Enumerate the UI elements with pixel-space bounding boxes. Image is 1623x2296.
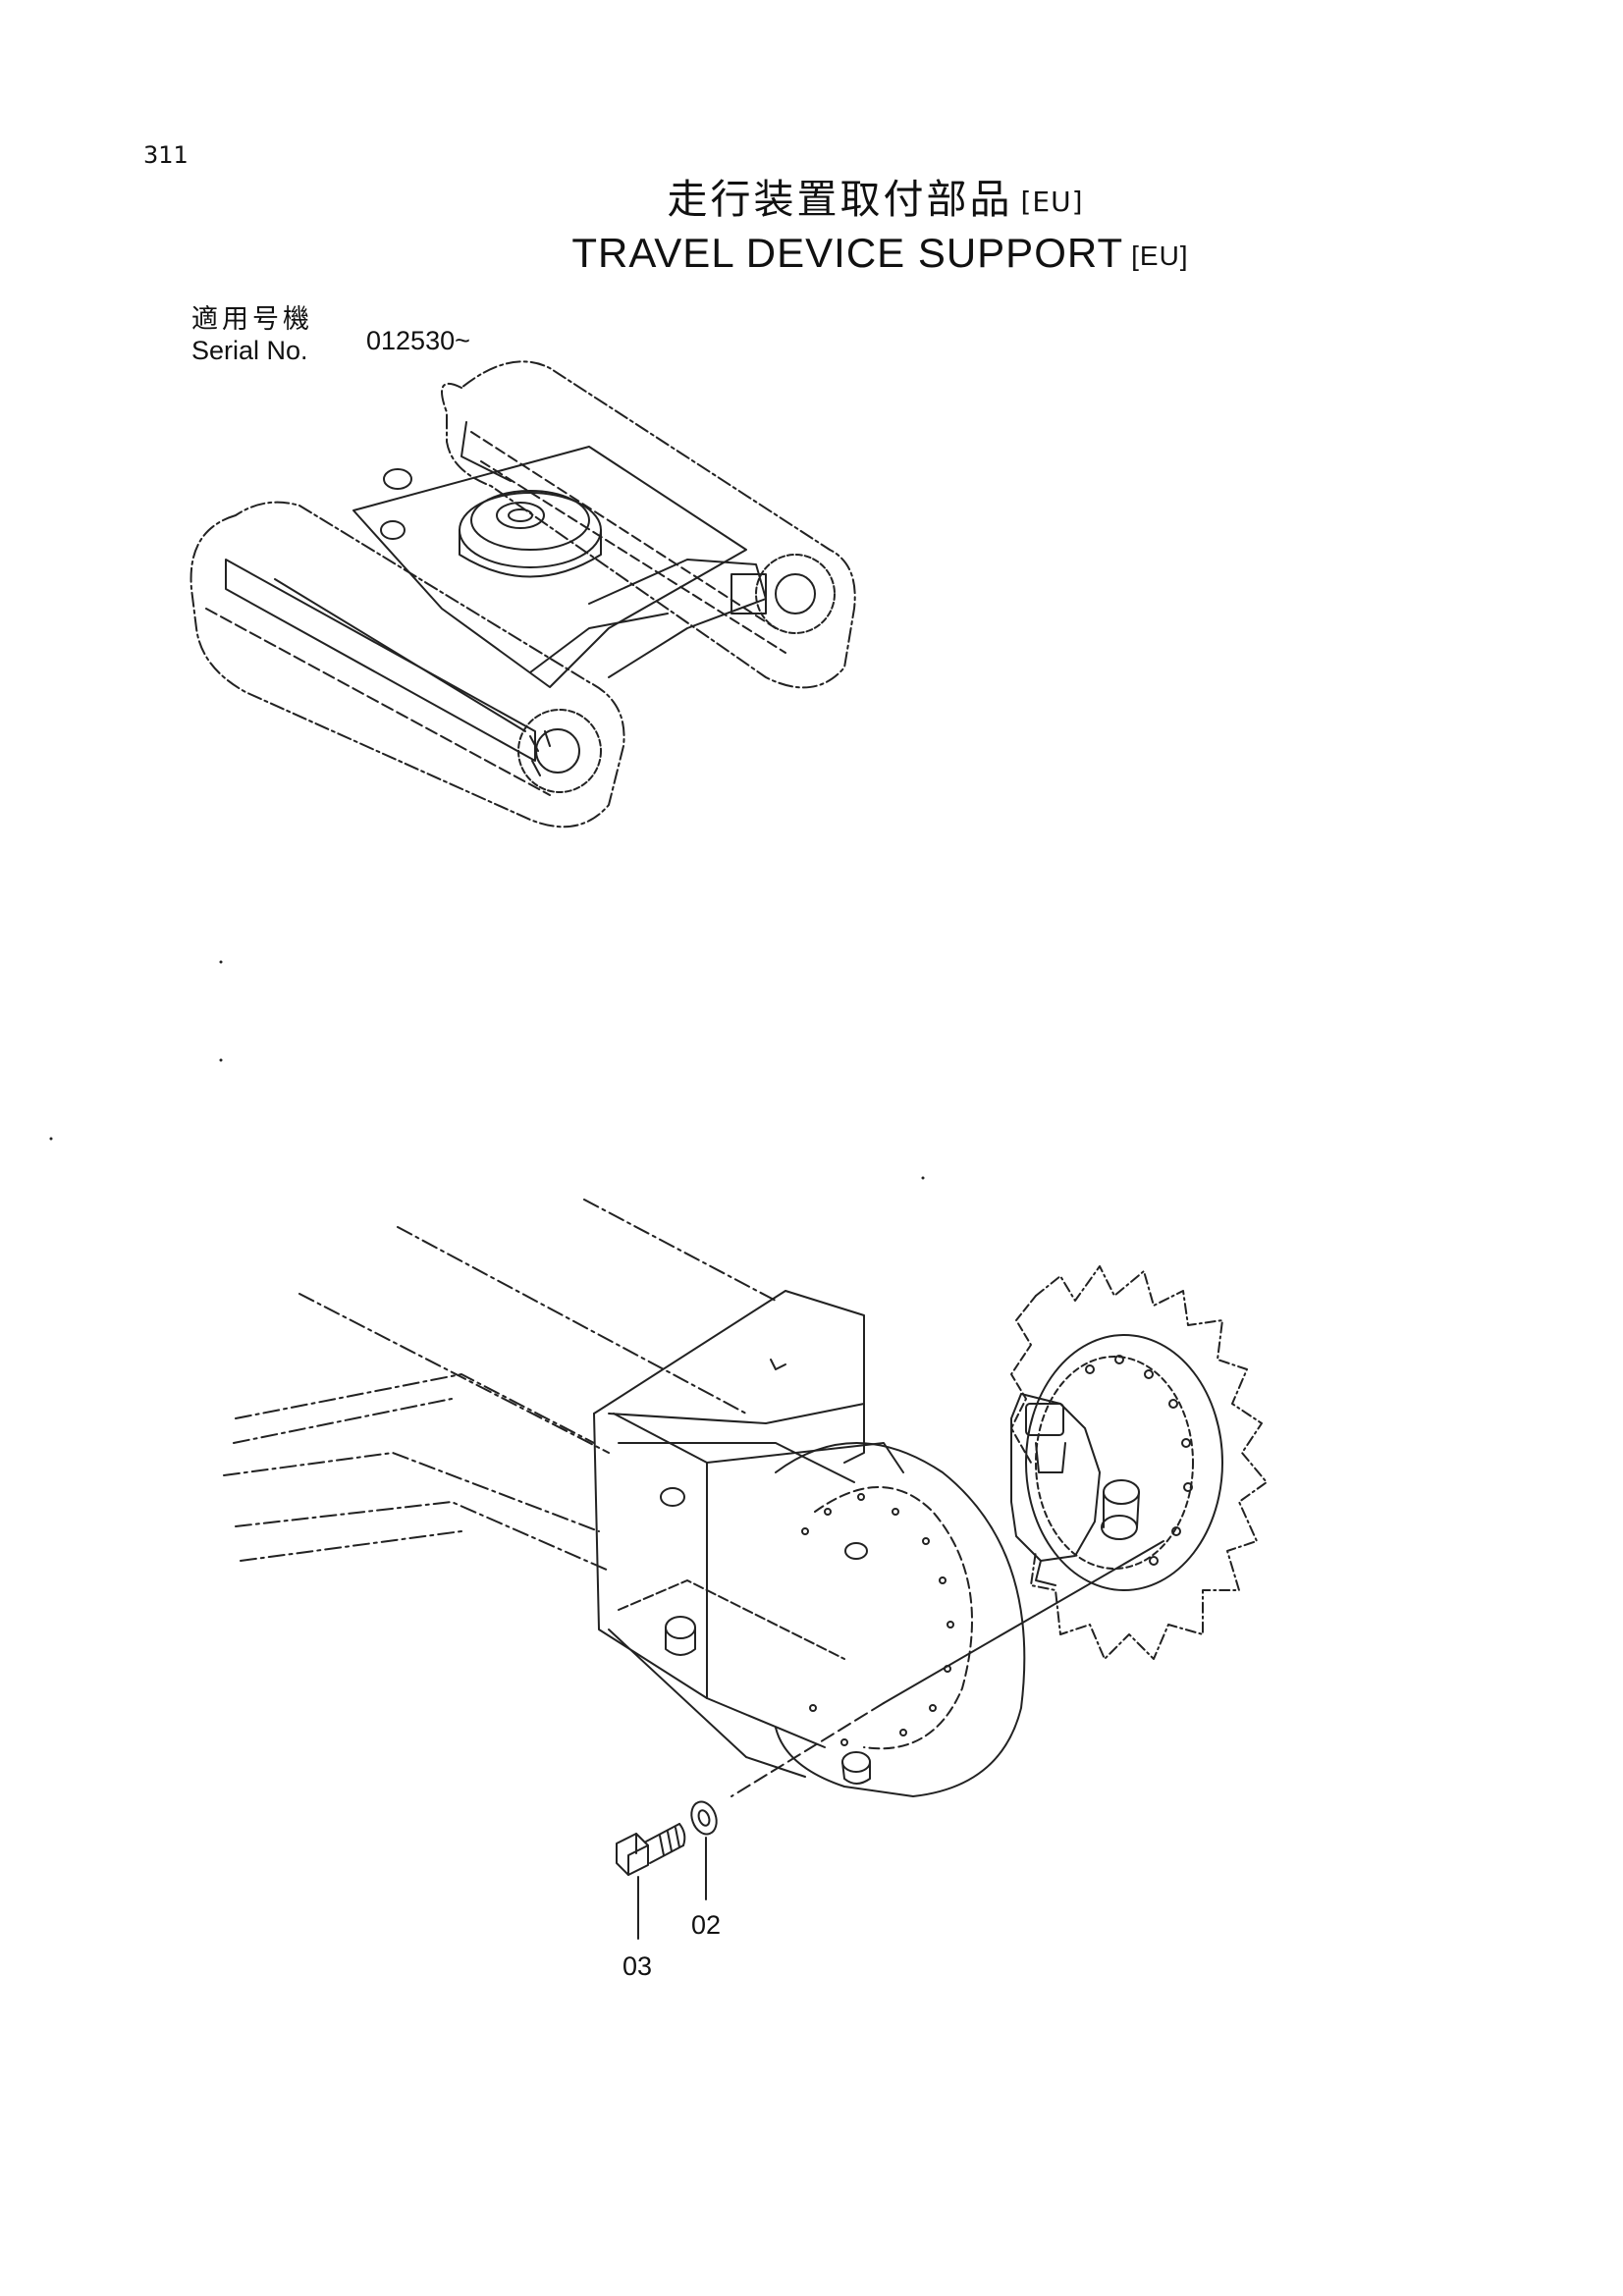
rear-sprocket-hub [775,573,816,614]
front-track-frame [189,501,625,828]
ring-hole-bottom [841,1751,871,1773]
motor-port [1035,1442,1066,1473]
front-track-slot [225,559,536,762]
title-japanese: 走行装置取付部品[EU] [128,175,1623,227]
assembly-line-2 [730,1702,885,1797]
serial-label-en: Serial No. [191,336,308,365]
title-japanese-text: 走行装置取付部品 [667,176,1013,223]
bracket-base [618,1579,845,1660]
cylinder-b [380,520,406,540]
turntable-hub [496,502,545,529]
ring-hole-top [844,1542,868,1560]
front-track-slot-inner [274,578,526,732]
rear-motor-block [730,573,767,614]
bracket-inner [706,1697,826,1748]
center-arm [588,559,767,678]
motor-body [1010,1393,1101,1562]
title-english-text: TRAVEL DEVICE SUPPORT [571,230,1124,276]
title-english: TRAVEL DEVICE SUPPORT[EU] [137,227,1623,283]
motor-flange-inner [1035,1356,1194,1570]
assembly-line [883,1540,1164,1704]
motor-ring-outer [775,1442,1026,1797]
motor-port-cap-2 [1101,1515,1138,1540]
bolt-shank [645,1823,684,1864]
front-sprocket [517,709,602,793]
sprocket-teeth [1030,1265,1268,1660]
bracket-side [706,1442,904,1473]
rear-track-frame [441,360,856,689]
center-arm-lower [529,613,669,673]
motor-port-cap-1 [1103,1479,1140,1505]
title-english-tag: [EU] [1131,240,1189,271]
bolt-thread [659,1827,680,1856]
motor-flange-bolts [1085,1355,1193,1566]
motor-valve [1025,1403,1064,1436]
title-japanese-tag: [EU] [1020,186,1084,218]
arm-upper [235,1373,595,1444]
serial-label: 適用号機 Serial No. [191,304,313,365]
bracket-front [593,1413,708,1699]
bolt-03 [616,1823,686,1876]
turntable-bore [508,508,533,522]
arm-lower [235,1501,610,1572]
undercarriage-overview [189,360,856,828]
turntable-ring [470,490,590,551]
serial-value: 012530~ [366,326,470,355]
bracket-web [618,1442,855,1483]
callout-02: 02 [691,1910,721,1940]
washer-02 [690,1800,718,1836]
cylinder-a [383,468,412,490]
center-frame [352,446,747,688]
motor-ring-inner [814,1486,973,1750]
sprocket-left-teeth [1010,1295,1037,1464]
turntable-side [459,529,602,578]
front-sprocket-hub [535,728,580,774]
bracket-gusset [843,1403,865,1464]
bracket-slot [770,1359,786,1370]
callout-03: 03 [622,1951,652,1981]
bracket-hole-1 [660,1487,685,1507]
front-track-rail [205,608,551,796]
serial-label-jp: 適用号機 [191,304,313,335]
bracket-hole-2 [665,1616,696,1639]
track-frame-detail [223,1199,1026,1797]
page-number: 311 [143,141,189,169]
travel-motor [1010,1265,1268,1660]
front-sprocket-bolts [529,730,551,776]
motor-flange [1025,1334,1223,1591]
rear-sprocket [755,554,836,634]
bracket-top [593,1290,865,1424]
title-block: 走行装置取付部品[EU] TRAVEL DEVICE SUPPORT[EU] [0,175,1623,283]
